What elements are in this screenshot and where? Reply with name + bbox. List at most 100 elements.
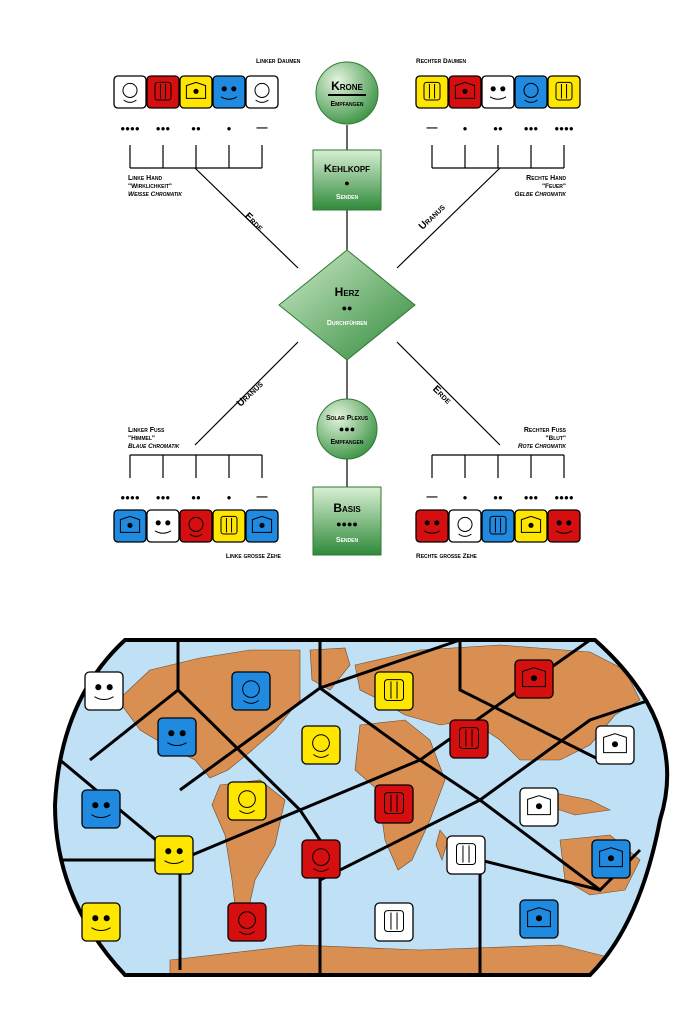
number-rows: ●●●●●●●●●●——●●●●●●●●●●●●●●●●●●●●——●●●●●●… — [120, 122, 573, 503]
left-hand-glyph — [212, 75, 246, 109]
map-glyph — [301, 839, 341, 879]
right-foot-label3: Rote Chromatik — [518, 443, 566, 450]
map-glyph — [519, 787, 559, 827]
label-uranus-lower: Uranus — [235, 379, 266, 409]
map-glyph — [374, 784, 414, 824]
left-foot-label2: "Himmel" — [128, 435, 155, 442]
left-foot-glyph — [179, 509, 213, 543]
right-foot-number: ●● — [493, 493, 503, 502]
glyph-rows — [113, 75, 581, 543]
map-glyph — [374, 671, 414, 711]
left-foot-number: ●●● — [156, 493, 171, 502]
kehlkopf-dots: ● — [344, 178, 349, 188]
map-glyph — [595, 725, 635, 765]
left-hand-glyph — [245, 75, 279, 109]
map-glyph — [227, 781, 267, 821]
label-uranus-upper: Uranus — [417, 202, 448, 232]
left-foot-glyph — [212, 509, 246, 543]
left-hand-thumb-label: Linker Daumen — [256, 58, 301, 65]
right-hand-glyph — [448, 75, 482, 109]
left-hand-number: — — [257, 122, 268, 134]
right-foot-label1: Rechter Fuß — [524, 427, 567, 434]
left-hand-glyph — [179, 75, 213, 109]
right-foot-glyph — [415, 509, 449, 543]
right-hand-label3: Gelbe Chromatik — [515, 191, 567, 198]
right-hand-number: ● — [463, 124, 468, 133]
map-glyph — [227, 902, 267, 942]
map-glyph — [519, 899, 559, 939]
map-glyph — [449, 719, 489, 759]
right-hand-thumb-label: Rechter Daumen — [416, 58, 466, 65]
map-glyph — [157, 717, 197, 757]
map-glyph — [84, 671, 124, 711]
label-erde-lower: Erde — [430, 384, 453, 407]
right-foot-glyph — [514, 509, 548, 543]
left-foot-number: — — [257, 491, 268, 503]
map-glyph — [301, 725, 341, 765]
herz-dots: ●● — [342, 303, 353, 313]
map-glyph — [231, 671, 271, 711]
madagascar — [435, 829, 449, 861]
herz-center: Herz ●● Durchführen — [278, 249, 416, 361]
left-hand-number: ●●● — [156, 124, 171, 133]
left-hand-number: ●● — [191, 124, 201, 133]
left-foot-number: ● — [227, 493, 232, 502]
left-foot-toe-label: Linke große Zehe — [226, 553, 282, 560]
left-foot-label1: Linker Fuß — [128, 427, 165, 434]
basis-dots: ●●●● — [336, 519, 358, 529]
left-hand-number: ●●●● — [120, 124, 139, 133]
krone-sub: Empfangen — [330, 101, 363, 108]
map-glyph — [81, 902, 121, 942]
left-foot-glyph — [146, 509, 180, 543]
solar-dots: ●●● — [339, 424, 355, 434]
basis-sub: Senden — [336, 537, 359, 544]
map-glyph — [154, 835, 194, 875]
herz-sub: Durchführen — [327, 320, 368, 327]
map-glyph — [514, 659, 554, 699]
map-glyph — [591, 839, 631, 879]
krone-title: Krone — [331, 79, 363, 93]
solar-sub: Empfangen — [330, 439, 363, 446]
label-erde-upper: Erde — [242, 211, 265, 234]
right-foot-number: — — [427, 491, 438, 503]
right-foot-glyph — [547, 509, 581, 543]
left-hand-glyph — [146, 75, 180, 109]
right-hand-number: ●●●● — [554, 124, 573, 133]
left-foot-glyph — [245, 509, 279, 543]
left-hand-label2: "Wirklichkeit" — [128, 183, 172, 190]
map-glyph — [446, 835, 486, 875]
kehlkopf-title: Kehlkopf — [324, 163, 370, 175]
left-hand-number: ● — [227, 124, 232, 133]
krone-center: Krone Empfangen — [315, 61, 379, 125]
map-border — [52, 638, 670, 977]
solar-plexus-center: Solar Plexus ●●● Empfangen — [316, 398, 378, 460]
left-hand-glyph — [113, 75, 147, 109]
left-foot-label3: Blaue Chromatik — [128, 443, 180, 450]
basis-title: Basis — [333, 501, 361, 515]
herz-title: Herz — [335, 285, 360, 299]
right-hand-glyph — [481, 75, 515, 109]
map-region-lines — [59, 640, 651, 975]
right-hand-label2: "Feuer" — [542, 183, 566, 190]
map-glyph — [81, 789, 121, 829]
basis-center: Basis ●●●● Senden — [312, 486, 382, 556]
antarctica — [169, 944, 641, 975]
left-foot-number: ●● — [191, 493, 201, 502]
right-foot-glyph — [481, 509, 515, 543]
right-foot-number: ●●● — [524, 493, 539, 502]
kehlkopf-center: Kehlkopf ● Senden — [312, 149, 382, 211]
right-hand-number: ●● — [493, 124, 503, 133]
right-hand-glyph — [415, 75, 449, 109]
kehlkopf-sub: Senden — [336, 194, 359, 201]
right-hand-glyph — [547, 75, 581, 109]
map-glyphs — [81, 659, 635, 942]
right-foot-label2: "Blut" — [545, 435, 566, 442]
right-foot-number: ●●●● — [554, 493, 573, 502]
right-hand-glyph — [514, 75, 548, 109]
left-hand-label1: Linke Hand — [128, 175, 162, 182]
world-map — [52, 638, 670, 977]
left-hand-label3: Weisse Chromatik — [128, 191, 182, 198]
right-foot-toe-label: Rechte große Zehe — [416, 553, 478, 560]
left-foot-number: ●●●● — [120, 493, 139, 502]
